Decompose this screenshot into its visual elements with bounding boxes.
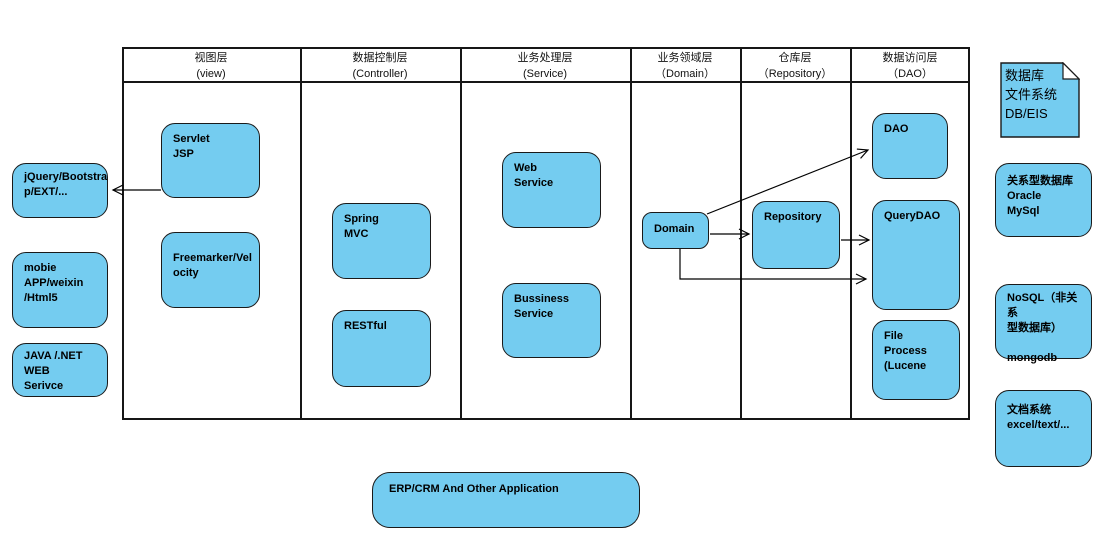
layer-header-service-en: (Service): [522, 68, 567, 80]
node-servlet-jsp: Servlet JSP: [161, 123, 260, 198]
node-domain: Domain: [642, 212, 709, 249]
layer-header-view-zh: 视图层: [194, 52, 228, 64]
node-file-process-lucene: File Process (Lucene: [872, 320, 960, 400]
column-divider-1: [300, 47, 302, 420]
layer-header-domain: 业务领域层 （Domain）: [630, 50, 740, 82]
layer-header-repository-en: （Repository）: [757, 68, 833, 80]
node-bussiness-service: Bussiness Service: [502, 283, 601, 358]
node-dao: DAO: [872, 113, 948, 179]
layer-header-dao: 数据访问层 （DAO）: [850, 50, 970, 82]
column-divider-3: [630, 47, 632, 420]
column-divider-2: [460, 47, 462, 420]
column-divider-5: [850, 47, 852, 420]
node-java-net-web-service: JAVA /.NET WEB Serivce: [12, 343, 108, 397]
node-mobile-app: mobie APP/weixin /Html5: [12, 252, 108, 328]
layer-header-dao-en: （DAO）: [887, 68, 933, 80]
node-nosql-db: NoSQL（非关系 型数据库） mongodb: [995, 284, 1092, 364]
layer-header-controller-zh: 数据控制层: [352, 52, 408, 64]
layers-header-separator: [122, 81, 970, 83]
node-spring-mvc: Spring MVC: [332, 203, 431, 279]
node-freemarker-velocity: Freemarker/Vel ocity: [161, 232, 260, 308]
node-erp-crm: ERP/CRM And Other Application: [372, 472, 640, 528]
node-repository: Repository: [752, 201, 840, 269]
node-web-service: Web Service: [502, 152, 601, 228]
layer-header-service-zh: 业务处理层: [517, 52, 573, 64]
node-document-system: 文档系统 excel/text/...: [995, 390, 1092, 467]
layer-header-controller: 数据控制层 (Controller): [300, 50, 460, 82]
arrow-domain-to-querydao: [679, 249, 868, 285]
layers-table-frame: [122, 47, 970, 420]
layer-header-repository: 仓库层 （Repository）: [740, 50, 850, 82]
layer-header-repository-zh: 仓库层: [778, 52, 812, 64]
layer-header-dao-zh: 数据访问层: [882, 52, 938, 64]
node-restful: RESTful: [332, 310, 431, 387]
layer-header-service: 业务处理层 (Service): [460, 50, 630, 82]
note-db-file-system: 数据库 文件系统 DB/EIS: [1000, 61, 1081, 138]
document-shape-icon: [1000, 61, 1081, 138]
node-querydao: QueryDAO: [872, 200, 960, 310]
layer-header-controller-en: (Controller): [352, 68, 408, 80]
layer-header-domain-zh: 业务领域层: [657, 52, 713, 64]
node-jquery-bootstrap: jQuery/Bootstra p/EXT/...: [12, 163, 108, 218]
layer-header-view: 视图层 (view): [122, 50, 300, 82]
arrow-domain-to-dao: [706, 148, 870, 215]
node-relational-db: 关系型数据库 Oracle MySql: [995, 163, 1092, 237]
layer-header-view-en: (view): [196, 68, 226, 80]
note-db-file-system-label: 数据库 文件系统 DB/EIS: [1005, 68, 1058, 121]
layer-header-domain-en: （Domain）: [655, 68, 715, 80]
